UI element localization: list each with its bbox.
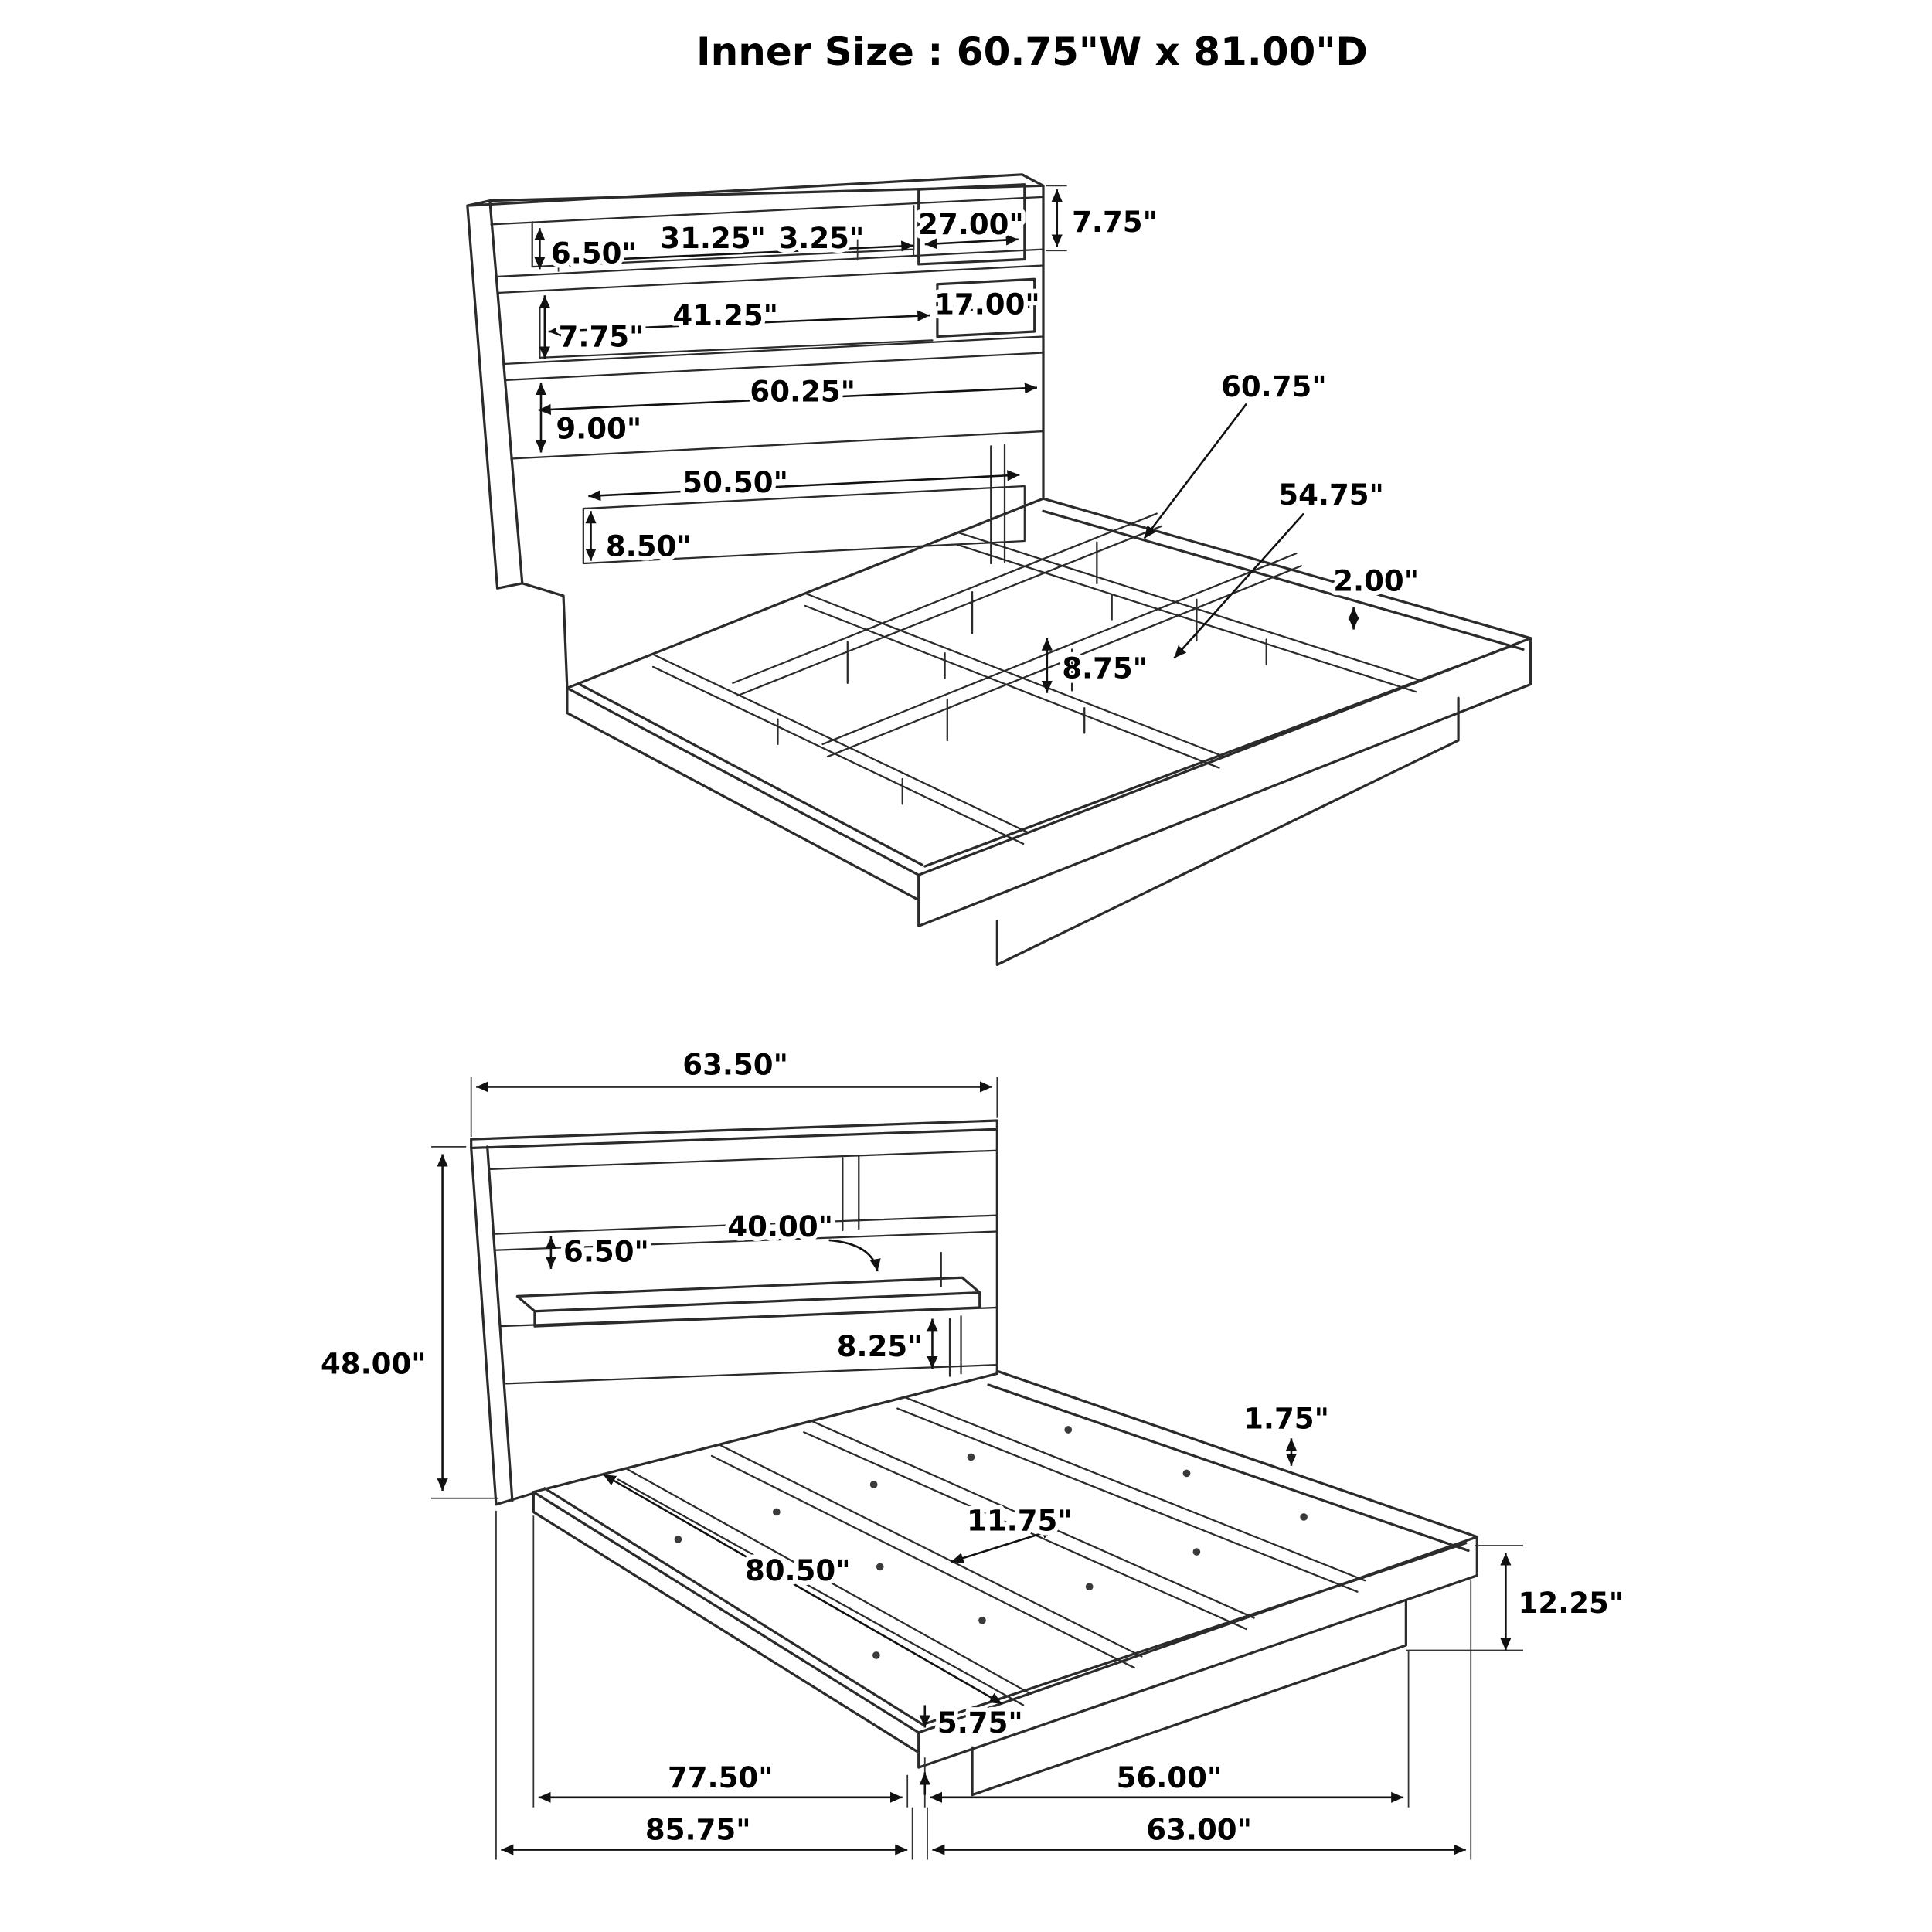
dim-label-rail-height: 2.00" — [1333, 565, 1419, 598]
dim-label-base-height: 5.75" — [937, 1706, 1023, 1740]
dim-label-middle-shelf-width: 41.25" — [672, 299, 778, 332]
dim-label-shelf-opening-2: 40.00" — [727, 1210, 833, 1243]
bottom-view: 63.50" 48.00" 40.00" 6.50" 8.25" 1.75" 1… — [316, 1044, 1628, 1860]
dim-label-bottom-shelf-height: 9.00" — [556, 413, 641, 446]
dim-label-middle-compartment: 17.00" — [934, 287, 1040, 321]
screw-dot — [674, 1536, 682, 1543]
dim-label-center-rail-length: 54.75" — [1278, 478, 1384, 512]
leader-side-rail-length — [1143, 403, 1247, 539]
dim-label-deck-length: 80.50" — [745, 1554, 851, 1587]
screw-dot — [1300, 1513, 1308, 1521]
dim-label-shelf-opening-width: 31.25" — [660, 222, 766, 255]
dim-label-rail-thickness: 1.75" — [1243, 1402, 1329, 1435]
dim-label-top-section-height: 7.75" — [1072, 206, 1158, 239]
headboard-flip-shelf — [515, 1276, 981, 1328]
bottom-view-dimension-lines — [431, 1077, 1523, 1860]
dim-label-deck-inner-length: 77.50" — [668, 1761, 774, 1794]
dim-deck-length — [603, 1473, 1003, 1705]
platform-base — [995, 696, 1460, 966]
dim-label-headboard-height: 48.00" — [321, 1347, 427, 1380]
top-view-dimension-lines — [534, 185, 1359, 693]
dim-label-deck-to-shelf: 8.25" — [837, 1330, 923, 1363]
headboard-support-bracket — [948, 1315, 962, 1377]
page-title: Inner Size : 60.75"W x 81.00"D — [696, 29, 1368, 74]
dim-back-panel-width — [588, 470, 1020, 502]
dim-label-overall-width: 63.00" — [1146, 1814, 1252, 1847]
bottom-extension-lines — [431, 1077, 1523, 1860]
screw-dot — [872, 1651, 880, 1659]
dim-label-headboard-width: 63.50" — [682, 1048, 788, 1081]
headboard-compartments — [917, 183, 1036, 338]
dim-label-back-panel-width: 50.50" — [682, 466, 788, 499]
dim-middle-compartment — [942, 301, 1030, 317]
bottom-view-drawing — [470, 1119, 1478, 1797]
dim-right-compartment — [924, 234, 1019, 250]
dim-label-shelf-height-top: 6.50" — [551, 236, 637, 270]
dim-label-plank-width: 11.75" — [967, 1505, 1073, 1538]
dim-label-side-rail-length: 60.75" — [1221, 370, 1327, 403]
screw-dot — [1182, 1469, 1191, 1478]
dim-label-platform-height: 12.25" — [1519, 1587, 1624, 1620]
screw-dot — [876, 1563, 884, 1571]
leader-center-rail-length — [1173, 512, 1305, 659]
dim-label-shelf-height-2: 6.50" — [563, 1235, 649, 1268]
dim-label-back-panel-height: 8.50" — [606, 529, 692, 563]
platform-cross-beams — [732, 512, 1302, 758]
dim-label-middle-shelf-height: 7.75" — [559, 320, 645, 353]
leader-shelf-opening — [828, 1239, 881, 1272]
dim-label-headboard-inner-width: 60.25" — [750, 375, 855, 408]
deck-screw-dots — [674, 1426, 1308, 1659]
top-view-labels: 6.50" 31.25" 3.25" 27.00" 7.75" 41.25" 1… — [546, 201, 1423, 689]
screw-dot — [1192, 1548, 1201, 1556]
platform-base-2 — [971, 1599, 1407, 1797]
dim-label-right-compartment: 27.00" — [918, 208, 1024, 241]
screw-dot — [773, 1508, 781, 1516]
dim-middle-shelf-width — [548, 310, 930, 337]
platform-rails — [652, 531, 1422, 845]
screw-dot — [869, 1481, 878, 1488]
top-view-drawing — [466, 173, 1532, 966]
screw-dot — [978, 1616, 986, 1624]
headboard-outline — [466, 173, 1045, 689]
screw-dot — [1064, 1426, 1073, 1434]
dim-label-divider-width: 3.25" — [778, 222, 864, 255]
dim-label-foot-inner-width: 56.00" — [1117, 1761, 1223, 1794]
platform-frame — [566, 497, 1532, 927]
top-view: 6.50" 31.25" 3.25" 27.00" 7.75" 41.25" 1… — [466, 173, 1532, 966]
bottom-view-labels: 63.50" 48.00" 40.00" 6.50" 8.25" 1.75" 1… — [316, 1044, 1628, 1852]
dim-label-overall-length: 85.75" — [645, 1814, 751, 1847]
deck-planks — [617, 1396, 1366, 1706]
dim-label-support-leg-height: 8.75" — [1062, 651, 1148, 685]
headboard-outline-2 — [470, 1119, 998, 1506]
screw-dot — [1085, 1583, 1094, 1591]
dim-headboard-inner-width — [538, 383, 1037, 416]
dim-shelf-opening-width — [558, 240, 914, 267]
screw-dot — [967, 1453, 975, 1461]
